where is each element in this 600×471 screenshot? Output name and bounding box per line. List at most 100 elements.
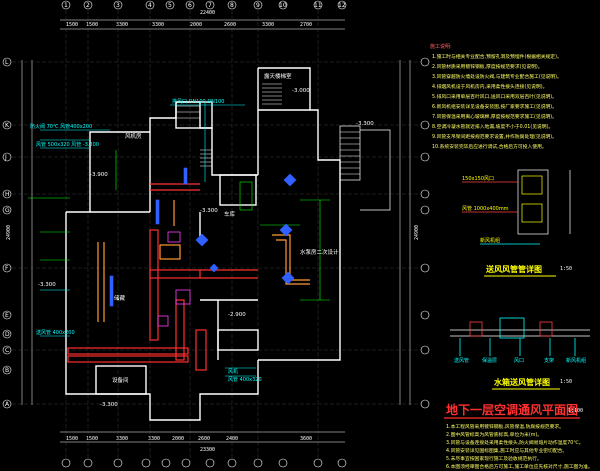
note-item: 10.系统安装完毕后应进行调试,合格后方可投入使用。 xyxy=(432,143,547,150)
detail-1-scale: 1:50 xyxy=(560,266,572,272)
svg-text:4: 4 xyxy=(148,2,152,9)
level-marker-a: -3.300 xyxy=(200,208,218,214)
blue-fans xyxy=(109,167,297,307)
top-dim-8: 2700 xyxy=(300,22,312,28)
annotation-5: 风机 xyxy=(228,368,238,375)
annotation-1: 防火阀 70℃ 风管400x200 xyxy=(30,123,92,130)
bottom-column-axes xyxy=(61,458,347,468)
svg-text:2: 2 xyxy=(86,2,90,9)
note-item: 1.施工时与相关专业配合,预留孔洞及预埋件(根据相关规定)。 xyxy=(432,53,562,60)
room-equip-label: 设备间 xyxy=(112,376,129,384)
annotation-2: 排风口 DN100 DN100 xyxy=(172,98,224,105)
right-total-dim: 24900 xyxy=(414,225,420,240)
svg-text:1: 1 xyxy=(64,2,68,9)
level-marker-top: -3.000 xyxy=(292,88,310,94)
svg-text:H: H xyxy=(5,191,10,198)
level-marker-f: -3.300 xyxy=(38,282,56,288)
right-stair-box xyxy=(339,125,361,181)
annotation-4: 送风管 400x200 xyxy=(36,329,75,336)
orange-ducts xyxy=(97,200,310,322)
svg-text:G: G xyxy=(5,207,10,214)
level-marker-e: -3.300 xyxy=(356,121,374,127)
svg-text:6: 6 xyxy=(188,2,192,9)
note-item: 6.新风机组安装详见设备安装图,按厂家要求施工(见说明)。 xyxy=(432,103,557,110)
top-dim-4: 3300 xyxy=(152,22,164,28)
left-dimension-chain: 24900 xyxy=(6,60,33,405)
annotation-6: 风管 400x320 xyxy=(228,376,262,383)
bottom-note-item: 3.风管与设备连接处采用柔性接头,防火阀易熔片动作温度70℃。 xyxy=(446,439,584,446)
note-item: 8.空调冷凝水管就近排入地漏,坡度不小于0.01(见说明)。 xyxy=(432,123,553,130)
top-dim-2: 1500 xyxy=(86,22,98,28)
right-dimension-chain: 24900 xyxy=(399,60,420,405)
bottom-dim-1: 1500 xyxy=(66,436,78,442)
bottom-dim-2: 1500 xyxy=(86,436,98,442)
note-item: 2.风管材质采用镀锌钢板,厚度按规范要求(见说明)。 xyxy=(432,63,543,70)
left-axis-labels: L K J H G F E D C B A xyxy=(4,59,10,408)
top-column-axes xyxy=(61,0,347,10)
left-row-axes xyxy=(2,57,12,409)
right-exterior-outline xyxy=(360,129,391,211)
green-dims xyxy=(28,150,330,301)
drawing-title: 地下一层空调通风平面图 xyxy=(446,402,578,417)
top-axis-labels: 1 2 3 4 5 6 7 8 9 10 11 12 xyxy=(64,2,346,9)
svg-text:7: 7 xyxy=(208,2,212,9)
bottom-note-item: 5.未尽事宜按国家现行施工及验收规范执行。 xyxy=(446,455,542,462)
detail-1-title: 送风风管管详图 xyxy=(485,264,542,274)
bottom-dim-4: 3300 xyxy=(148,436,160,442)
bottom-note-item: 2.图中风管标高为风管底标高,单位为米(m)。 xyxy=(446,431,542,438)
top-dim-7: 3300 xyxy=(262,22,274,28)
bottom-dim-5: 2000 xyxy=(172,436,184,442)
svg-text:J: J xyxy=(4,154,7,161)
level-marker-d: -3.300 xyxy=(100,402,118,408)
detail-2-label: 送风管 xyxy=(454,357,469,364)
svg-text:D: D xyxy=(5,331,10,338)
detail-2-label: 风口 xyxy=(514,358,524,364)
left-total-dim: 24900 xyxy=(6,225,12,240)
detail-2-drawing xyxy=(450,317,590,356)
note-item: 7.风管保温采用离心玻璃棉,厚度按规范要求施工(见说明)。 xyxy=(432,113,557,120)
svg-text:A: A xyxy=(5,401,10,408)
svg-text:L: L xyxy=(5,59,9,66)
bottom-notes: 1.本工程风管采用镀锌钢板,风管保温,防腐按规范要求。 2.图中风管标高为风管底… xyxy=(446,423,593,470)
room-garage-label: 车库 xyxy=(224,210,236,218)
bottom-note-item: 4.风管安装详见国标图集,施工时应与其他专业密切配合。 xyxy=(446,447,567,454)
svg-text:C: C xyxy=(5,347,9,354)
room-store-label: 储藏 xyxy=(114,294,126,302)
magenta-dampers xyxy=(157,231,191,327)
stair-hatching xyxy=(176,83,360,175)
svg-text:F: F xyxy=(5,265,9,272)
cyan-leaders xyxy=(40,103,256,377)
svg-text:3: 3 xyxy=(116,2,120,9)
room-fan-label: 风机房 xyxy=(125,132,142,140)
annotation-3: 风管 500x320 风管 -3.300 xyxy=(36,141,99,148)
svg-text:9: 9 xyxy=(256,2,260,9)
room-stair-label: 露天楼梯室 xyxy=(264,72,292,80)
notes-title: 施工说明: xyxy=(430,43,452,50)
detail-2-label: 新风机组 xyxy=(566,357,586,364)
svg-text:K: K xyxy=(5,122,10,129)
top-dim-3: 3300 xyxy=(116,22,128,28)
bottom-note-item: 6.本图须经审图合格后方可施工,施工单位应先核对尺寸,施工图为准。 xyxy=(446,463,593,470)
building-walls xyxy=(65,67,341,421)
svg-text:11: 11 xyxy=(314,2,322,9)
note-item: 9.风管支吊架间距按规范要求设置,并作防腐处理(见说明)。 xyxy=(432,133,557,140)
detail-2-label: 支架 xyxy=(544,357,554,364)
detail-1-drawing xyxy=(462,169,571,245)
svg-text:E: E xyxy=(5,312,9,319)
note-item: 3.风管穿越防火墙处设防火阀,与建筑专业配合施工(见说明)。 xyxy=(432,73,562,80)
top-dim-1: 1500 xyxy=(66,22,78,28)
room-pump-label: 水泵房二次设计 xyxy=(300,248,339,256)
svg-text:10: 10 xyxy=(279,2,287,9)
detail-1-label: 150x150风口 xyxy=(462,176,494,182)
bottom-dimension-chain: 1500 1500 3300 3300 2000 2600 2400 3600 … xyxy=(60,431,345,453)
top-dim-5: 2000 xyxy=(190,22,202,28)
drawing-scale: 1:100 xyxy=(568,408,583,414)
right-row-axes xyxy=(420,57,430,409)
svg-text:12: 12 xyxy=(338,2,346,9)
level-marker-c: -2.900 xyxy=(228,312,246,318)
bottom-dim-6: 2600 xyxy=(198,436,210,442)
detail-2-label: 保温层 xyxy=(482,357,497,364)
detail-2-title: 水箱送风管详图 xyxy=(493,377,550,387)
detail-1-label: 风管 1000x400mm xyxy=(462,205,509,212)
